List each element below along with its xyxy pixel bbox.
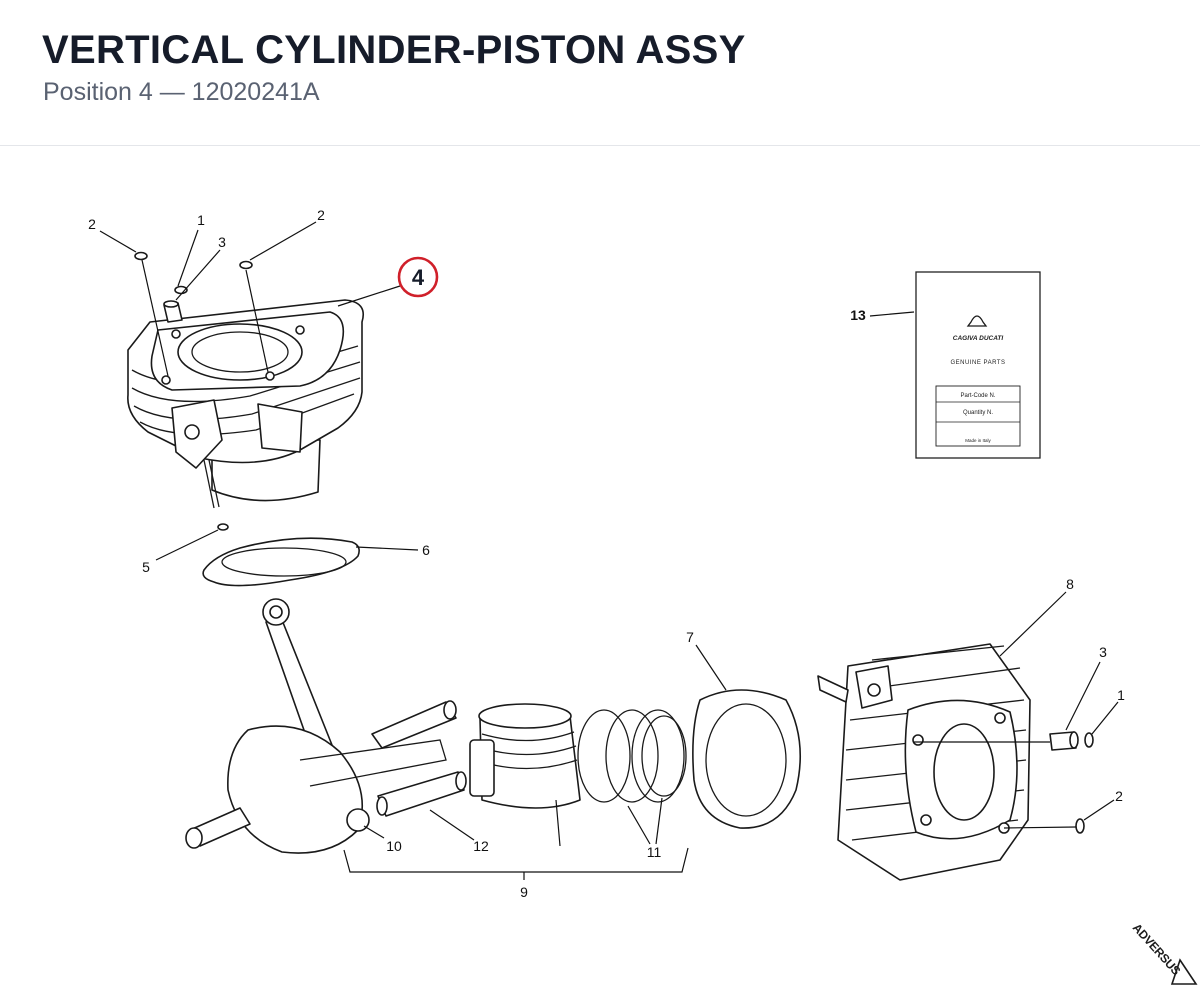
manual-brand: CAGIVA DUCATI — [953, 335, 1004, 342]
highlight-label: 4 — [412, 265, 425, 290]
callout-3[interactable]: 3 — [1099, 644, 1107, 660]
o-ring-part-1-right[interactable] — [1084, 732, 1094, 748]
callout-2[interactable]: 2 — [1115, 788, 1123, 804]
callout-8[interactable]: 8 — [1066, 576, 1074, 592]
callout-1[interactable]: 1 — [1117, 687, 1125, 703]
exploded-parts-diagram: CAGIVA DUCATI GENUINE PARTS Part-Code N.… — [0, 146, 1200, 991]
callout-1[interactable]: 1 — [197, 212, 205, 228]
leader-lines — [99, 221, 1119, 880]
callout-5[interactable]: 5 — [142, 559, 150, 575]
page-subtitle: Position 4 — 12020241A — [43, 78, 320, 106]
head-gasket-part-7[interactable] — [692, 689, 801, 829]
o-ring-part-5[interactable] — [217, 523, 229, 531]
dowel-part-3[interactable] — [163, 300, 183, 323]
o-ring-part-2-left[interactable] — [134, 251, 148, 261]
adversus-logo: ADVERSUS — [1130, 921, 1198, 985]
piston-rings-part-11[interactable] — [577, 709, 687, 803]
callout-11[interactable]: 11 — [647, 844, 662, 860]
manual-field-partcode: Part-Code N. — [960, 393, 995, 399]
manual-heading: GENUINE PARTS — [951, 360, 1006, 366]
watermark-text: ADVERSUS — [1130, 921, 1184, 978]
page-header: VERTICAL CYLINDER-PISTON ASSY Position 4… — [0, 0, 1200, 146]
dowel-part-3-right[interactable] — [1049, 731, 1079, 751]
callout-3[interactable]: 3 — [218, 234, 226, 250]
manual-field-quantity: Quantity N. — [963, 410, 993, 416]
crankshaft-conrod-part[interactable] — [185, 598, 457, 854]
callout-2[interactable]: 2 — [317, 207, 325, 223]
bearing-part-10[interactable] — [346, 808, 370, 832]
callout-6[interactable]: 6 — [422, 542, 430, 558]
callout-12[interactable]: 12 — [473, 838, 489, 854]
callout-10[interactable]: 10 — [386, 838, 402, 854]
callout-7[interactable]: 7 — [686, 629, 694, 645]
callout-13[interactable]: 13 — [850, 307, 866, 323]
piston-part[interactable] — [469, 703, 581, 809]
horizontal-cylinder-part-8[interactable] — [817, 643, 1031, 881]
piston-pin-part-12[interactable] — [376, 771, 467, 817]
parts-manual-part-13[interactable]: CAGIVA DUCATI GENUINE PARTS Part-Code N.… — [915, 271, 1041, 459]
manual-footer: Made in Italy — [965, 438, 991, 443]
page-title: VERTICAL CYLINDER-PISTON ASSY — [42, 28, 746, 72]
o-ring-part-2-lower[interactable] — [1075, 818, 1085, 834]
highlight-position-marker[interactable]: 4 — [397, 256, 439, 298]
watermark-arrow-icon — [1170, 958, 1198, 985]
base-gasket-part-6[interactable] — [202, 537, 360, 587]
callout-9[interactable]: 9 — [520, 884, 528, 900]
vertical-cylinder-part[interactable] — [127, 299, 364, 509]
o-ring-part-2-right[interactable] — [239, 260, 253, 270]
callout-2[interactable]: 2 — [88, 216, 96, 232]
